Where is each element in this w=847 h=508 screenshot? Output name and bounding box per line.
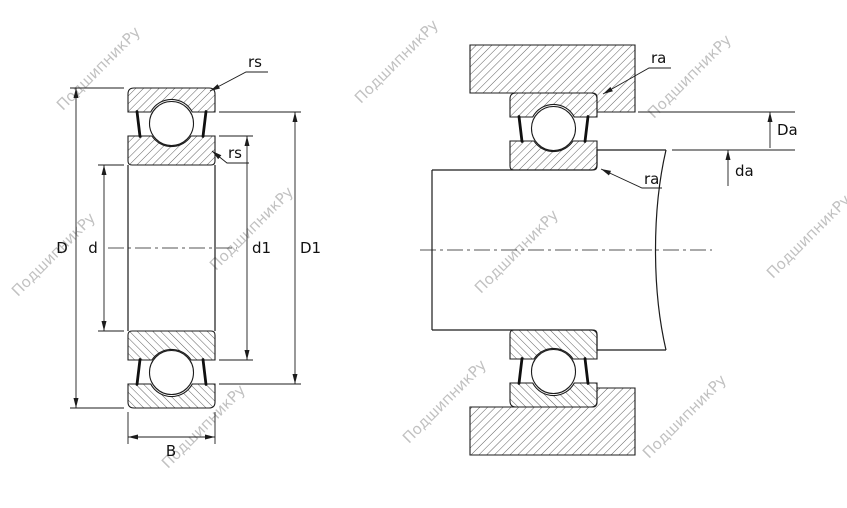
watermark-text: ПодшипникРу (763, 191, 847, 282)
leader-line (209, 71, 268, 92)
dimension-Da: Da (638, 111, 798, 148)
bearing-section-bottom (508, 328, 599, 409)
callout-label-rs: rs (248, 53, 262, 71)
bearing-section-top (508, 91, 599, 172)
callout-rs-outer: rs (209, 53, 268, 92)
callout-ra-housing: ra (602, 49, 671, 95)
dimension-da: da (672, 149, 795, 186)
watermark-text: ПодшипникРу (639, 371, 730, 462)
callout-label-ra: ra (644, 170, 659, 188)
shaft-right-end (654, 149, 667, 351)
leader-line (600, 168, 662, 189)
watermark-text: ПодшипникРу (206, 183, 297, 274)
left-view: D d d1 D1 B (56, 53, 321, 460)
dimension-label-d1: d1 (252, 239, 271, 257)
dimension-label-D1: D1 (300, 239, 321, 257)
watermark-text: ПодшипникРу (8, 209, 99, 300)
callout-label-ra: ra (651, 49, 666, 67)
dimension-label-Da: Da (777, 121, 798, 139)
leader-line (211, 150, 249, 164)
bearing-section-bottom (126, 329, 217, 410)
watermark-text: ПодшипникРу (471, 206, 562, 297)
bearing-section-top (126, 86, 217, 167)
callout-ra-shaft: ra (600, 168, 662, 189)
watermark-text: ПодшипникРу (644, 31, 735, 122)
dimension-d: d (88, 164, 124, 332)
dimension-B: B (127, 412, 216, 460)
dimension-label-D: D (56, 239, 68, 257)
dimension-label-B: B (166, 442, 176, 460)
dimension-d1: d1 (219, 135, 271, 361)
callout-rs-inner: rs (211, 144, 249, 164)
watermark-text: ПодшипникРу (351, 16, 442, 107)
dimension-D: D (56, 87, 124, 409)
dimension-label-d: d (88, 239, 98, 257)
leader-line (602, 67, 671, 95)
dimension-label-da: da (735, 162, 754, 180)
dimension-D1: D1 (219, 111, 321, 385)
right-view: Da da ra ra (420, 44, 798, 456)
callout-label-rs: rs (228, 144, 242, 162)
